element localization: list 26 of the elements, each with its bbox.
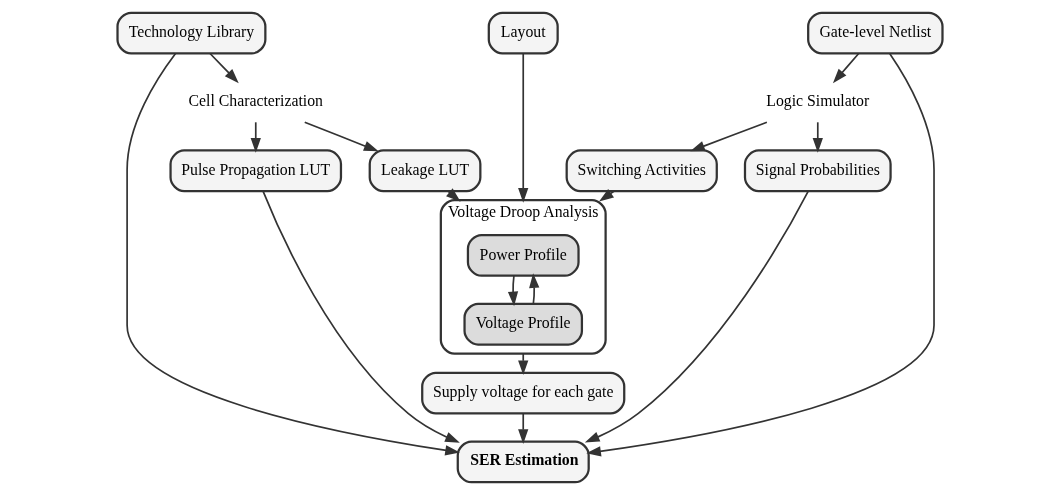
arrow — [446, 188, 461, 202]
arrow — [812, 121, 823, 153]
node-box: Signal Probabilities — [743, 149, 892, 193]
arrow — [690, 121, 768, 152]
arrow — [262, 190, 460, 443]
arrow — [507, 274, 519, 307]
arrow — [209, 52, 239, 84]
arrow — [126, 52, 460, 456]
arrow — [250, 121, 261, 153]
node-box: Voltage Profile — [463, 302, 584, 346]
node-box: Power Profile — [466, 233, 580, 277]
arrow — [832, 52, 860, 84]
node-box: Gate-level Netlist — [807, 11, 944, 55]
node-box: SER Estimation — [456, 440, 590, 484]
node-box: Layout — [487, 11, 559, 55]
node-text: Cell Characterization — [188, 92, 324, 110]
arrow — [518, 52, 529, 203]
node-box: Technology Library — [116, 11, 267, 55]
node-text: Logic Simulator — [766, 92, 870, 110]
node-box: Supply voltage for each gate — [421, 371, 626, 415]
arrow — [586, 52, 935, 457]
arrow — [518, 412, 529, 444]
arrow — [529, 273, 540, 305]
arrow — [518, 352, 529, 376]
arrow — [303, 121, 379, 152]
node-box: Pulse Propagation LUT — [169, 149, 343, 193]
